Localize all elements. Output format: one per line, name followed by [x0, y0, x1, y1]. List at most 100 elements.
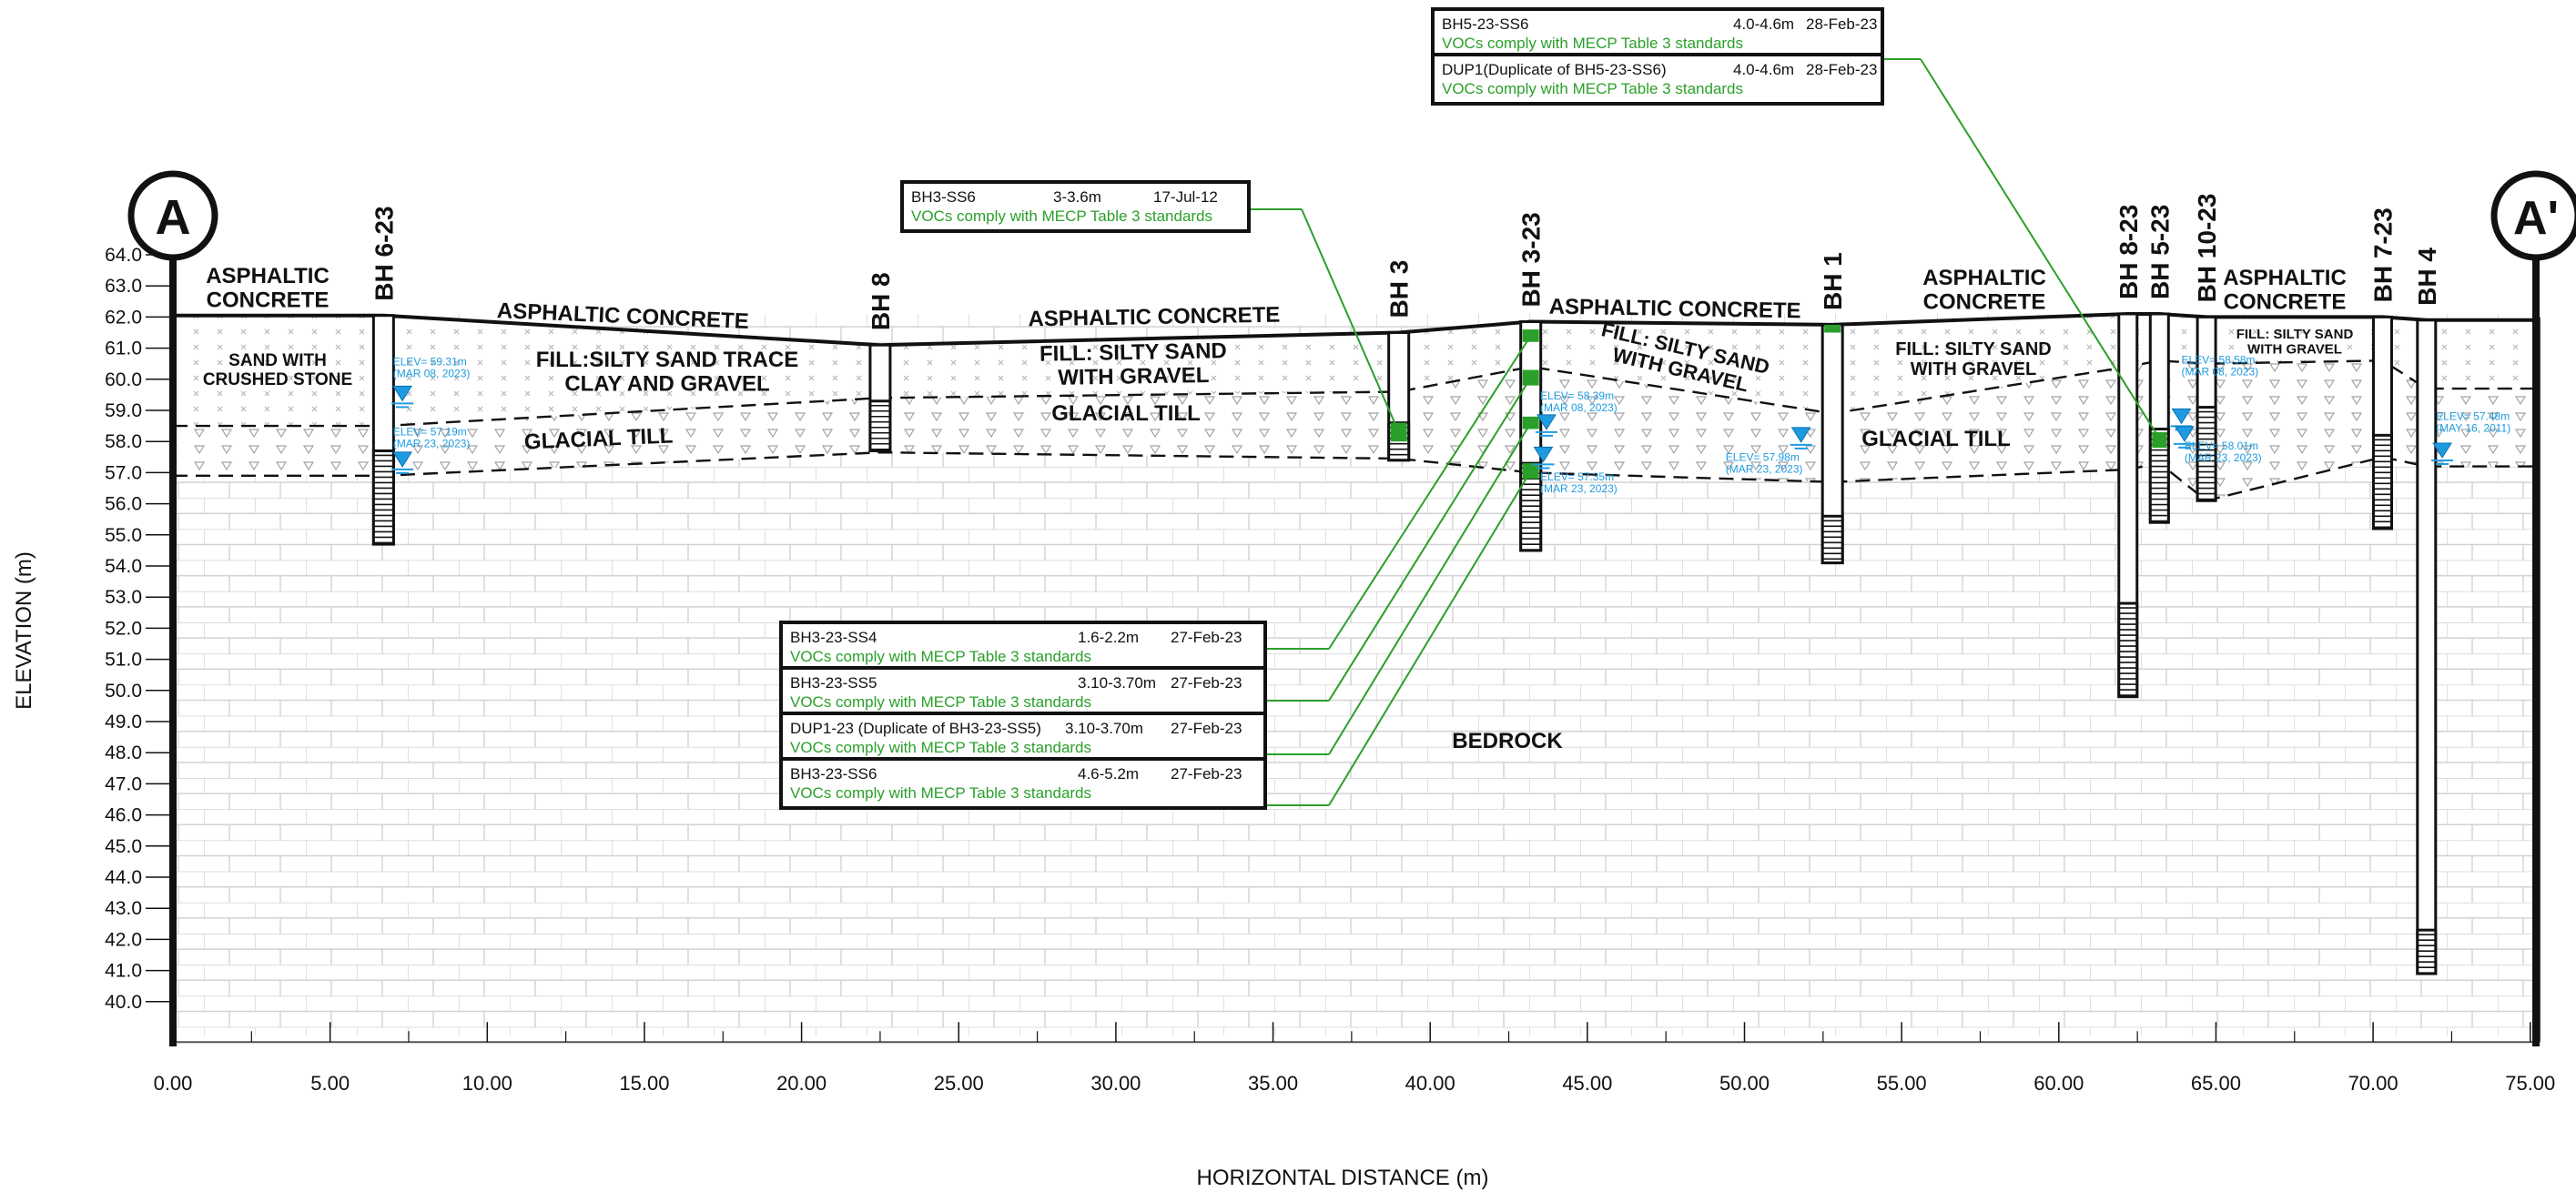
x-axis-title: HORIZONTAL DISTANCE (m): [1197, 1166, 1489, 1190]
elevation-tick-label: 59.0: [105, 400, 142, 421]
elevation-tick-label: 61.0: [105, 338, 142, 359]
elevation-tick-label: 43.0: [105, 898, 142, 919]
section-start-label: A: [156, 190, 191, 245]
elevation-tick-label: 49.0: [105, 712, 142, 732]
water-level-elev: ELEV= 57.35m: [1540, 470, 1614, 483]
distance-tick-label: 10.00: [462, 1072, 512, 1095]
elevation-tick-label: 63.0: [105, 276, 142, 297]
water-level-elev: ELEV= 59.31m: [393, 355, 467, 368]
water-level-date: (MAR 08, 2023): [1540, 401, 1618, 414]
distance-tick-label: 40.00: [1405, 1072, 1455, 1095]
layer-label-line: WITH GRAVEL: [1058, 363, 1210, 390]
section-marker-end: A': [2490, 170, 2576, 261]
distance-tick-label: 75.00: [2505, 1072, 2555, 1095]
sample-depth: 1.6-2.2m: [1078, 629, 1140, 646]
water-level-marker: ELEV= 57.98m(MAR 23, 2023): [1726, 427, 1812, 475]
layer-label-asphalt-4: ASPHALTIC CONCRETE: [1548, 295, 1800, 324]
leader-line: [1328, 470, 1532, 806]
sample-interval: [2152, 431, 2167, 449]
layer-label-line: GLACIAL TILL: [1051, 401, 1201, 426]
distance-tick-label: 60.00: [2033, 1072, 2084, 1095]
layer-label-line: ASPHALTIC: [1922, 266, 2046, 290]
sample-id: BH5-23-SS6: [1442, 15, 1529, 33]
layer-label-asphalt-3: ASPHALTIC CONCRETE: [1028, 303, 1280, 332]
elevation-tick-label: 41.0: [105, 961, 142, 982]
water-level-elev: ELEV= 57.48m: [2436, 409, 2510, 422]
layer-label-line: ASPHALTIC: [2223, 266, 2347, 290]
elevation-tick-label: 48.0: [105, 742, 142, 763]
elevation-tick-label: 64.0: [105, 245, 142, 266]
sample-result: VOCs comply with MECP Table 3 standards: [790, 739, 1092, 756]
distance-tick-label: 50.00: [1719, 1072, 1770, 1095]
section-marker-start: A: [127, 170, 218, 261]
water-level-date: (MAR 23, 2023): [2185, 451, 2262, 464]
water-level-date: (MAR 08, 2023): [2181, 366, 2258, 379]
elevation-tick-label: 58.0: [105, 431, 142, 452]
sample-date: 28-Feb-23: [1806, 61, 1878, 78]
borehole-label: BH 5-23: [2145, 205, 2174, 299]
layer-label-line: ASPHALTIC: [206, 264, 330, 288]
sample-id: BH3-23-SS4: [790, 629, 877, 646]
borehole-label: BH 6-23: [370, 206, 398, 300]
borehole: BH 7-23: [2368, 207, 2397, 530]
sample-id: BH3-23-SS5: [790, 674, 877, 692]
layer-label-line: CLAY AND GRAVEL: [564, 371, 769, 396]
fill-zone: [173, 314, 2541, 427]
sample-depth: 4.0-4.6m: [1733, 15, 1795, 33]
borehole-screen: [2117, 601, 2139, 699]
leader-line: [1920, 58, 2161, 439]
distance-tick-label: 0.00: [154, 1072, 193, 1095]
sample-result: VOCs comply with MECP Table 3 standards: [911, 207, 1213, 225]
leader-line: [1301, 208, 1400, 433]
borehole: BH 10-23: [2193, 194, 2221, 502]
water-level-marker: ELEV= 59.31m(MAR 08, 2023): [391, 355, 471, 409]
borehole: BH 8: [867, 272, 895, 452]
water-level-date: (MAR 08, 2023): [393, 367, 471, 379]
layer-label-line: FILL: SILTY SAND: [1895, 339, 2051, 359]
distance-tick-label: 25.00: [934, 1072, 984, 1095]
water-level-elev: ELEV= 57.19m: [393, 425, 467, 438]
y-axis-title: ELEVATION (m): [12, 551, 36, 710]
water-level-icon: [1536, 414, 1557, 430]
layer-label-line: BEDROCK: [1452, 729, 1563, 753]
water-level-marker: ELEV= 58.01m(MAR 23, 2023): [2173, 426, 2262, 464]
callout-bh3-23: BH3-23-SS4 1.6-2.2m 27-Feb-23 VOCs comply …: [779, 621, 1267, 810]
sample-depth: 3.10-3.70m: [1078, 674, 1156, 692]
layer-label-line: FILL: SILTY SAND: [1040, 338, 1227, 367]
borehole-label: BH 3: [1385, 260, 1414, 318]
borehole-label: BH 8: [867, 272, 895, 330]
sample-depth: 4.6-5.2m: [1078, 765, 1140, 783]
elevation-tick-label: 42.0: [105, 929, 142, 950]
borehole-screen: [2371, 433, 2393, 530]
sample-date: 27-Feb-23: [1171, 720, 1242, 737]
callout-leaders: [1251, 58, 2161, 806]
layer-label-line: CRUSHED STONE: [203, 370, 352, 389]
layer-label-line: ASPHALTIC CONCRETE: [1028, 303, 1280, 332]
borehole-label: BH 4: [2413, 247, 2441, 306]
distance-tick-label: 20.00: [776, 1072, 827, 1095]
water-level-marker: ELEV= 57.48m(MAY 16, 2011): [2431, 409, 2510, 465]
sample-id: BH3-SS6: [911, 188, 976, 206]
distance-tick-label: 35.00: [1248, 1072, 1298, 1095]
elevation-tick-label: 45.0: [105, 836, 142, 857]
borehole-label: BH 3-23: [1517, 212, 1546, 307]
elevation-tick-label: 56.0: [105, 494, 142, 515]
elevation-tick-label: 46.0: [105, 805, 142, 826]
borehole-label: BH 8-23: [2115, 205, 2143, 299]
water-levels: ELEV= 59.31m(MAR 08, 2023)ELEV= 57.19m(M…: [391, 354, 2510, 495]
leader-line: [1328, 377, 1532, 702]
elevation-tick-label: 53.0: [105, 587, 142, 608]
elevation-tick-label: 47.0: [105, 773, 142, 794]
sample-id: DUP1(Duplicate of BH5-23-SS6): [1442, 61, 1667, 78]
borehole: BH 3-23: [1517, 212, 1546, 552]
distance-tick-label: 15.00: [619, 1072, 669, 1095]
water-level-elev: ELEV= 58.58m: [2181, 354, 2255, 367]
